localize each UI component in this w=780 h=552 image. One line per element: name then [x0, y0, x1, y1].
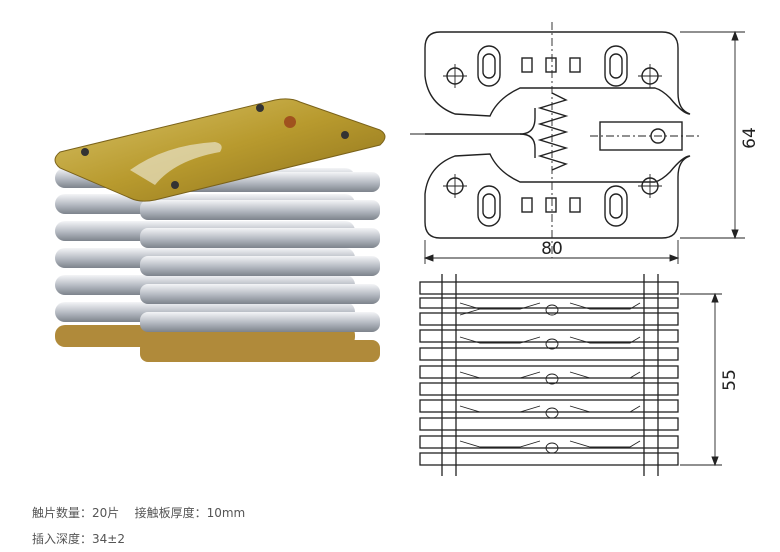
product-photo [54, 98, 386, 362]
spec-label-contact-count: 触片数量： [32, 506, 93, 520]
spec-row-contacts: 触片数量：20片 接触板厚度：10mm [32, 500, 245, 526]
dimension-width: 80 [541, 239, 563, 259]
dimension-height: 64 [740, 127, 760, 149]
spec-list: 触片数量：20片 接触板厚度：10mm 插入深度：34±2 [32, 500, 245, 552]
front-view-outline [424, 31, 691, 117]
front-view-drawing: 80 64 [410, 22, 760, 264]
spec-label-plate-thickness: 接触板厚度： [134, 506, 207, 520]
spec-value-insert-depth: 34±2 [92, 532, 125, 546]
spec-value-contact-count: 20片 [92, 506, 120, 520]
dimension-depth: 55 [720, 369, 740, 391]
spec-label-insert-depth: 插入深度： [32, 532, 93, 546]
spec-row-depth: 插入深度：34±2 [32, 526, 245, 552]
side-view-drawing: 55 [419, 274, 740, 476]
plate-stack [55, 168, 380, 362]
spec-value-plate-thickness: 10mm [206, 506, 246, 520]
